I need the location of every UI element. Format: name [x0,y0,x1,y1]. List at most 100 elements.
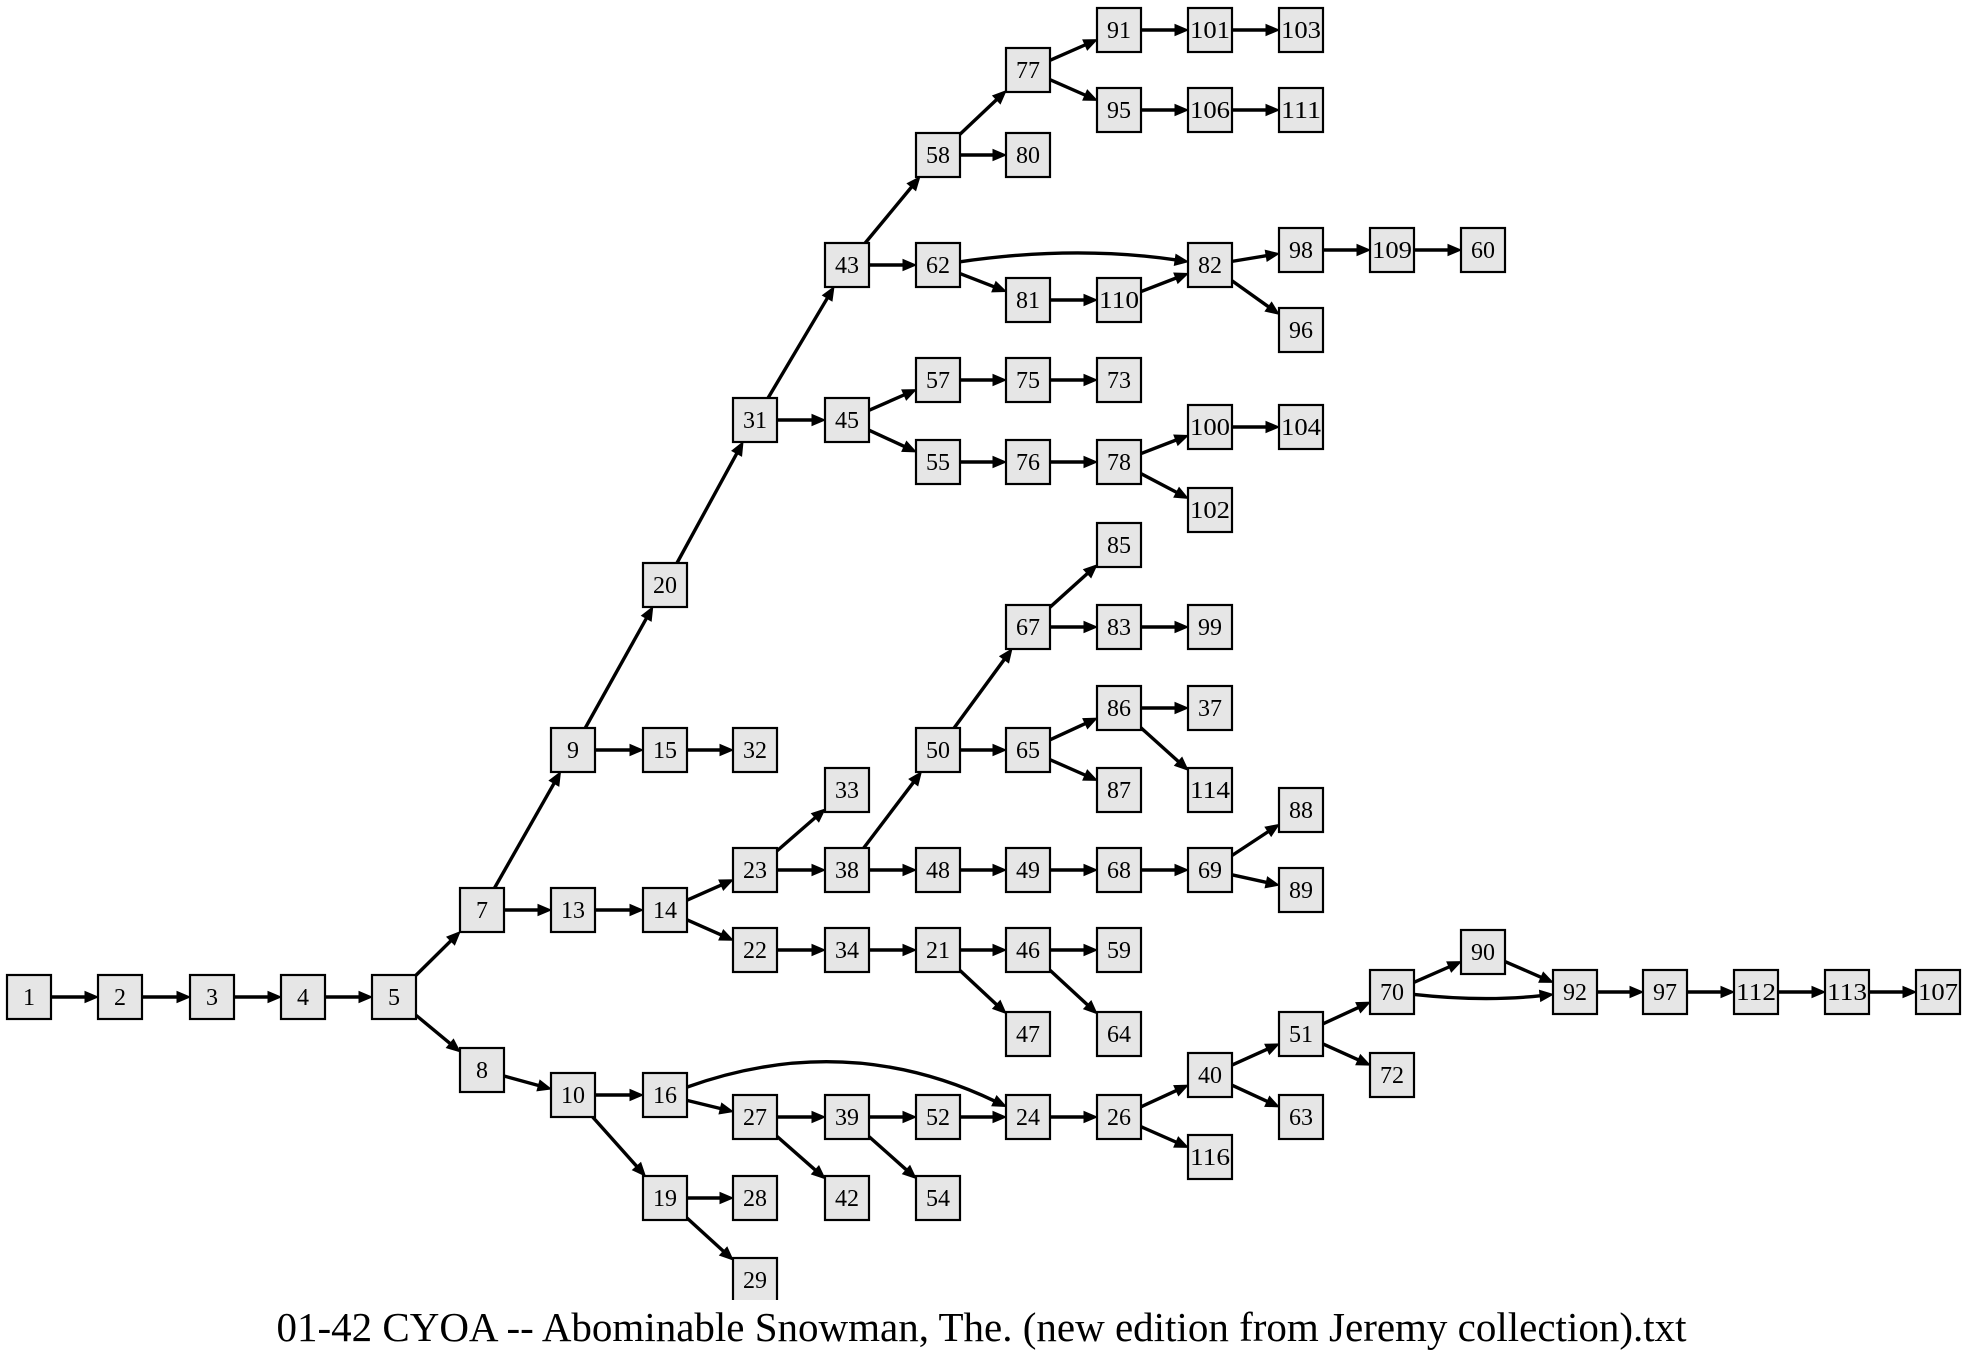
node-label: 9 [567,738,579,764]
node-label: 1 [23,985,35,1011]
node-107: 107 [1914,968,1962,1016]
node-label: 69 [1198,858,1222,884]
node-97: 97 [1641,968,1689,1016]
node-51: 51 [1277,1010,1325,1058]
node-label: 83 [1107,615,1131,641]
node-label: 49 [1016,858,1040,884]
edge-69-88 [1231,823,1281,857]
node-98: 98 [1277,226,1325,274]
node-7: 7 [458,886,506,934]
node-label: 52 [926,1105,950,1131]
node-76: 76 [1004,438,1052,486]
node-label: 48 [926,858,950,884]
node-label: 58 [926,143,950,169]
node-92: 92 [1551,968,1599,1016]
node-49: 49 [1004,846,1052,894]
node-label: 39 [835,1105,859,1131]
edge-5-7 [414,930,461,977]
edge-21-46 [960,943,1008,957]
node-67: 67 [1004,603,1052,651]
node-15: 15 [641,726,689,774]
edge-65-86 [1049,717,1099,742]
node-110: 110 [1095,276,1143,324]
node-28: 28 [731,1174,779,1222]
node-10: 10 [549,1071,597,1119]
node-37: 37 [1186,684,1234,732]
edge-82-96 [1231,279,1281,316]
node-34: 34 [823,926,871,974]
node-27: 27 [731,1093,779,1141]
node-label: 31 [743,408,767,434]
edge-51-72 [1322,1042,1372,1066]
node-label: 98 [1289,238,1313,264]
node-label: 89 [1289,878,1313,904]
node-label: 45 [835,408,859,434]
edge-7-13 [504,903,553,917]
node-label: 47 [1016,1022,1040,1048]
node-label: 78 [1107,450,1131,476]
edge-46-59 [1050,943,1099,957]
edge-110-82 [1140,272,1190,294]
node-label: 97 [1653,980,1677,1006]
node-label: 103 [1281,18,1321,44]
node-label: 76 [1016,450,1040,476]
node-label: 67 [1016,615,1040,641]
node-13: 13 [549,886,597,934]
edge-31-45 [777,413,827,427]
node-102: 102 [1186,486,1234,534]
node-14: 14 [641,886,689,934]
node-99: 99 [1186,603,1234,651]
node-label: 42 [835,1186,859,1212]
node-label: 114 [1190,778,1230,804]
node-label: 101 [1190,18,1230,44]
edge-27-42 [775,1135,826,1180]
node-26: 26 [1095,1093,1143,1141]
node-91: 91 [1095,6,1143,54]
edge-82-98 [1231,249,1281,264]
node-label: 13 [561,898,585,924]
edge-62-81 [959,271,1008,293]
node-42: 42 [823,1174,871,1222]
node-20: 20 [641,561,689,609]
node-label: 19 [653,1186,677,1212]
edge-81-110 [1050,293,1099,307]
node-label: 75 [1016,368,1040,394]
node-60: 60 [1459,226,1507,274]
node-label: 109 [1372,238,1412,264]
node-label: 5 [388,985,400,1011]
node-label: 37 [1198,696,1222,722]
node-label: 110 [1099,288,1139,314]
edge-112-113 [1778,985,1827,999]
node-label: 100 [1190,415,1230,441]
node-90: 90 [1459,928,1507,976]
edge-21-47 [958,969,1007,1015]
node-62: 62 [914,241,962,289]
edge-1-2 [51,990,100,1004]
edge-4-5 [325,990,374,1004]
node-78: 78 [1095,438,1143,486]
edge-13-14 [595,903,645,917]
node-70: 70 [1368,968,1416,1016]
node-4: 4 [279,973,327,1021]
node-22: 22 [731,926,779,974]
node-label: 10 [561,1083,585,1109]
node-54: 54 [914,1174,962,1222]
edge-48-49 [960,863,1008,877]
node-label: 99 [1198,615,1222,641]
node-73: 73 [1095,356,1143,404]
node-96: 96 [1277,306,1325,354]
node-57: 57 [914,356,962,404]
edge-90-92 [1504,960,1555,983]
node-label: 16 [653,1083,677,1109]
node-63: 63 [1277,1093,1325,1141]
node-label: 38 [835,858,859,884]
node-46: 46 [1004,926,1052,974]
node-47: 47 [1004,1010,1052,1058]
node-label: 92 [1563,980,1587,1006]
edge-86-114 [1139,726,1189,772]
node-label: 116 [1190,1145,1230,1171]
node-label: 104 [1281,415,1321,441]
edge-78-100 [1140,434,1190,456]
node-113: 113 [1823,968,1871,1016]
